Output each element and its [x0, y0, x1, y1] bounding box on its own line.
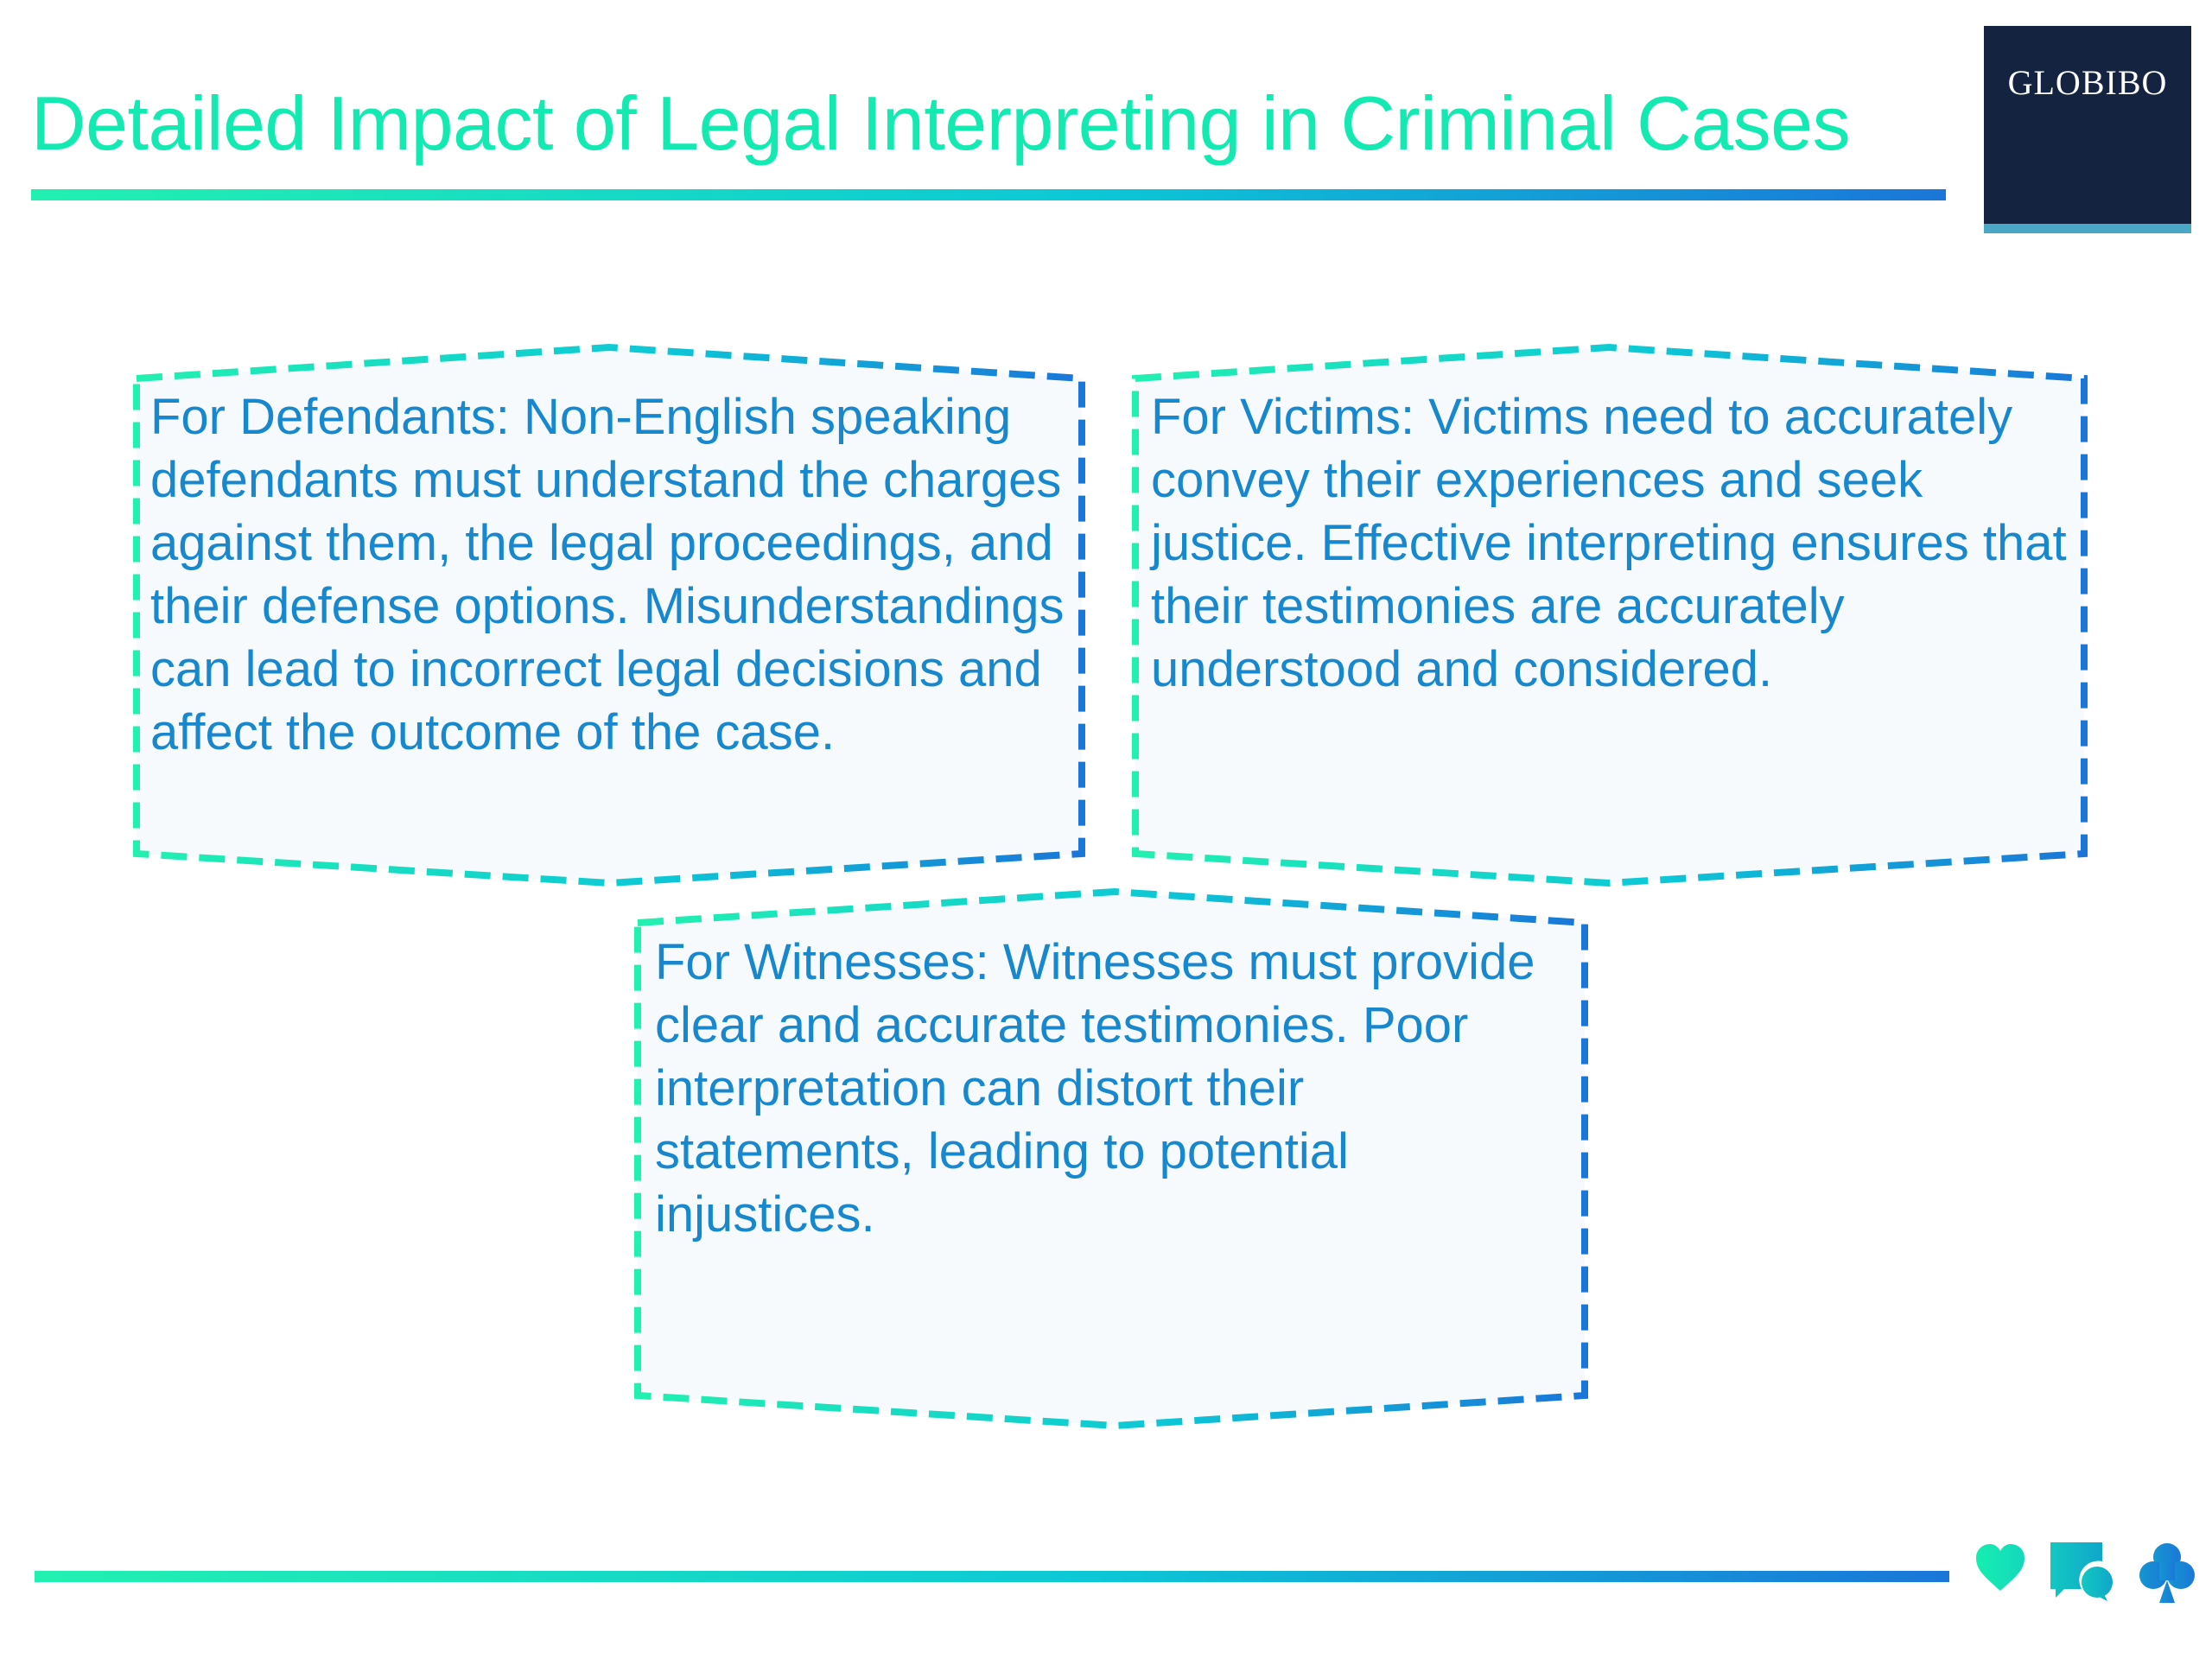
club-icon: [2139, 1543, 2195, 1603]
globibo-logo: GLOBIBO: [1984, 26, 2191, 233]
footer-rule: [35, 1571, 1949, 1582]
card-defendants-text: For Defendants: Non-English speaking def…: [150, 389, 1065, 760]
logo-text: GLOBIBO: [2007, 63, 2168, 102]
title-underline: [31, 189, 1946, 200]
card-outline-victims: [1132, 343, 2088, 887]
heart-icon: [1976, 1544, 2024, 1591]
page-title: Detailed Impact of Legal Interpreting in…: [31, 80, 1851, 166]
card-witnesses-text: For Witnesses: Witnesses must provide cl…: [655, 934, 1535, 1243]
footer-icons: [1974, 1542, 2196, 1605]
card-victims-text: For Victims: Victims need to accurately …: [1151, 389, 2067, 697]
logo-stripe: [1984, 224, 2191, 233]
card-outline-defendants: [133, 343, 1085, 887]
card-outline-witnesses: [634, 887, 1588, 1430]
chat-bubbles-icon: [2050, 1542, 2113, 1601]
